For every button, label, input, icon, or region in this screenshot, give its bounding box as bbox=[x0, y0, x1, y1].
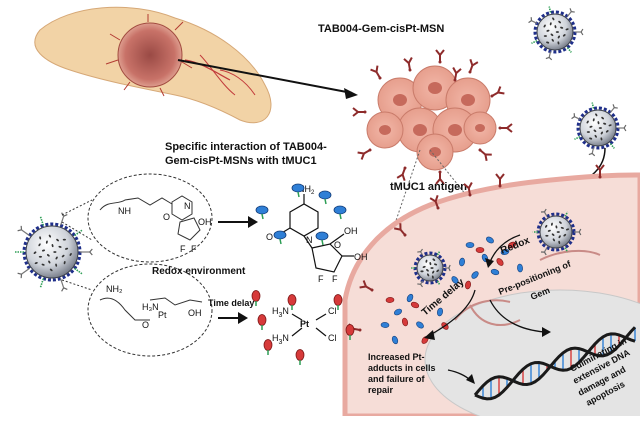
svg-text:Cl: Cl bbox=[328, 333, 337, 343]
svg-text:O: O bbox=[142, 320, 149, 330]
svg-text:N: N bbox=[184, 201, 191, 211]
label-pt-4: repair bbox=[368, 385, 394, 395]
svg-text:Cl: Cl bbox=[328, 306, 337, 316]
svg-text:OH: OH bbox=[344, 226, 358, 236]
label-time-delay-left: Time delay bbox=[208, 298, 254, 308]
free-drug-molecules bbox=[252, 184, 354, 365]
zoom-ellipse-gem: NH N O OH F F bbox=[62, 174, 212, 262]
label-antigen: tMUC1 antigen bbox=[390, 181, 467, 193]
svg-text:Pt: Pt bbox=[300, 319, 309, 329]
msn-particle-right bbox=[572, 103, 626, 156]
msn-particle-large bbox=[14, 213, 92, 292]
title-nanoparticle: TAB004-Gem-cisPt-MSN bbox=[318, 23, 444, 35]
svg-text:O: O bbox=[266, 232, 273, 242]
label-pt-3: and failure of bbox=[368, 374, 426, 384]
gemcitabine-structure bbox=[280, 194, 354, 272]
svg-text:F: F bbox=[191, 244, 197, 254]
svg-text:F: F bbox=[332, 274, 338, 284]
svg-text:O: O bbox=[163, 212, 170, 222]
svg-text:N: N bbox=[306, 235, 313, 245]
svg-text:H3N: H3N bbox=[272, 333, 289, 346]
label-pt-1: Increased Pt- bbox=[368, 352, 425, 362]
svg-text:H₃N: H₃N bbox=[142, 302, 159, 312]
svg-text:OH: OH bbox=[188, 308, 202, 318]
label-interaction-1: Specific interaction of TAB004- bbox=[165, 141, 327, 153]
svg-text:F: F bbox=[318, 274, 324, 284]
svg-text:O: O bbox=[334, 240, 341, 250]
svg-text:Pt: Pt bbox=[158, 310, 167, 320]
svg-text:OH: OH bbox=[354, 252, 368, 262]
cisplatin-structure: H3N Pt Cl H3N Cl bbox=[272, 306, 337, 346]
tumor-cell-cluster bbox=[353, 50, 512, 184]
arrow-redox bbox=[218, 216, 258, 228]
svg-text:H3N: H3N bbox=[272, 306, 289, 319]
svg-text:F: F bbox=[180, 244, 186, 254]
label-redox-env: Redox environment bbox=[152, 266, 246, 277]
label-pt-2: adducts in cells bbox=[368, 363, 436, 373]
svg-text:NH: NH bbox=[118, 206, 131, 216]
svg-text:OH: OH bbox=[198, 217, 212, 227]
msn-particle-top bbox=[529, 7, 583, 60]
zoom-ellipse-pt: NH₂ H₃N Pt O OH bbox=[62, 264, 212, 356]
svg-text:NH₂: NH₂ bbox=[106, 284, 123, 294]
arrow-time-delay bbox=[218, 312, 248, 324]
label-interaction-2: Gem-cisPt-MSNs with tMUC1 bbox=[165, 155, 317, 167]
